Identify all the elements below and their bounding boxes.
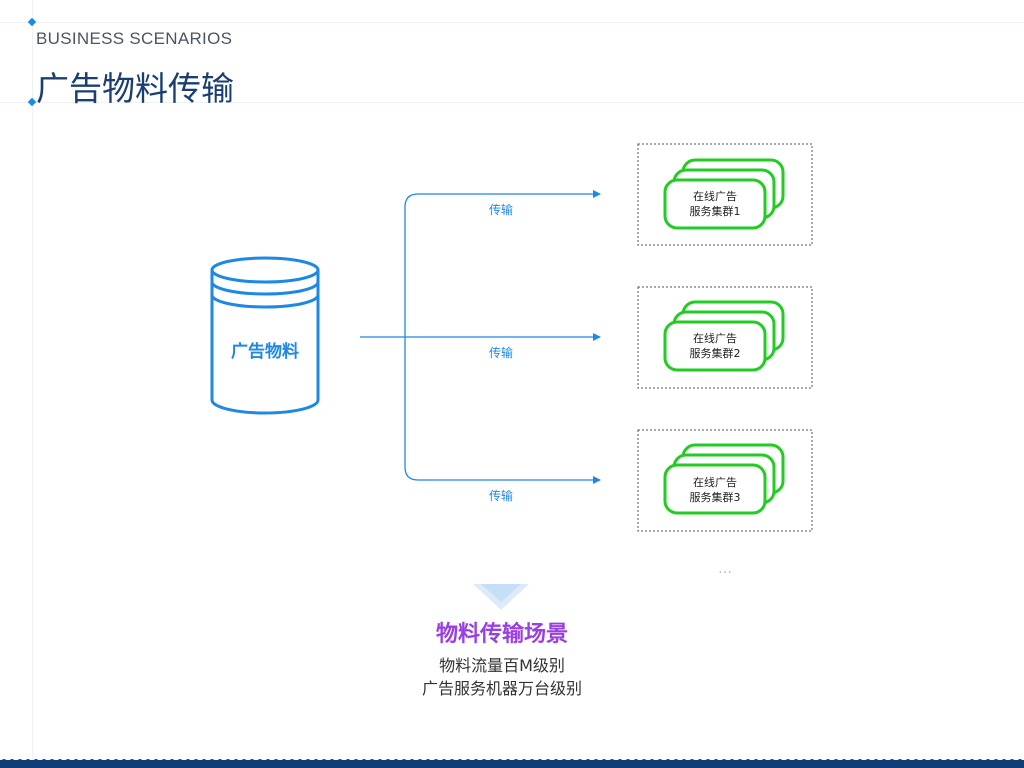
page-title: 广告物料传输 xyxy=(36,69,234,108)
cluster-label-line2: 服务集群3 xyxy=(690,490,741,504)
database-icon xyxy=(210,256,320,415)
cluster-label-line1: 在线广告 xyxy=(693,475,737,489)
server-cluster-3: 在线广告 服务集群3 xyxy=(637,429,813,532)
scenario-title: 物料传输场景 xyxy=(435,622,568,647)
header-top-rule xyxy=(0,22,1024,23)
cluster-label-line2: 服务集群2 xyxy=(690,346,741,360)
chevron-down-icon xyxy=(473,584,529,610)
transfer-label: 传输 xyxy=(489,488,513,503)
transfer-label: 传输 xyxy=(489,202,513,217)
scenario-description-line: 物料流量百M级别 xyxy=(439,656,565,675)
transfer-label: 传输 xyxy=(489,345,513,360)
flow-line-up xyxy=(404,190,601,337)
server-cluster-2: 在线广告 服务集群2 xyxy=(637,286,813,389)
scenario-description-line: 广告服务机器万台级别 xyxy=(421,679,582,698)
more-indicator: … xyxy=(718,561,732,577)
left-rule xyxy=(32,0,33,768)
cluster-label-line1: 在线广告 xyxy=(693,331,737,345)
server-cluster-1: 在线广告 服务集群1 xyxy=(637,143,813,246)
cluster-label-line2: 服务集群1 xyxy=(690,204,741,218)
flow-connectors xyxy=(360,190,601,484)
source-label: 广告物料 xyxy=(231,341,299,362)
cluster-label-line1: 在线广告 xyxy=(693,189,737,203)
footer-band xyxy=(0,760,1024,768)
section-label: BUSINESS SCENARIOS xyxy=(36,29,233,48)
header-bottom-rule xyxy=(0,102,1024,103)
flow-line-down xyxy=(404,337,601,484)
